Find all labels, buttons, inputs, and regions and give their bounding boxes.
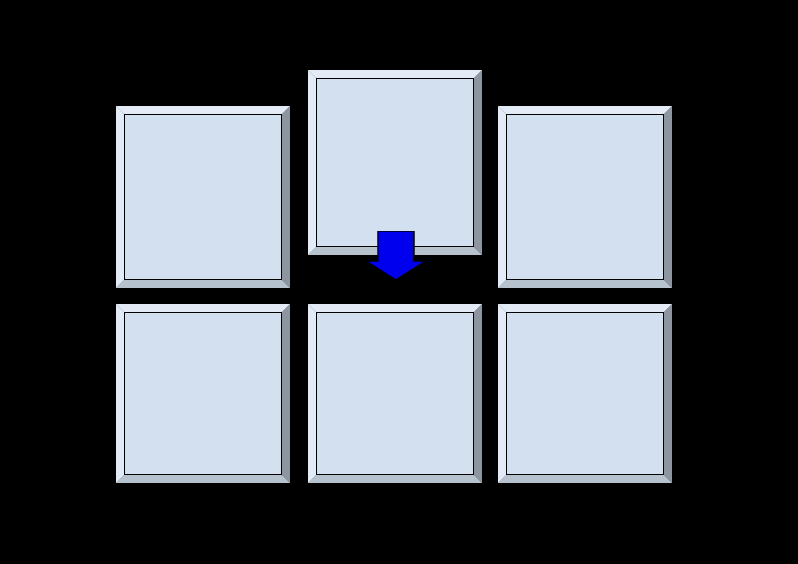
box-top-center-bevel-top	[307, 69, 483, 78]
box-bottom-right-face	[506, 312, 664, 475]
box-top-left-bevel-top	[115, 105, 291, 114]
box-bottom-right-bevel-bottom	[497, 475, 673, 484]
box-top-center-face	[316, 78, 474, 247]
box-bottom-right-bevel-right	[664, 303, 673, 484]
box-top-center-bevel-left	[307, 69, 316, 256]
box-bottom-left[interactable]	[115, 303, 291, 484]
box-bottom-left-bevel-bottom	[115, 475, 291, 484]
box-bottom-center-bevel-bottom	[307, 475, 483, 484]
box-bottom-center[interactable]	[307, 303, 483, 484]
box-bottom-center-bevel-top	[307, 303, 483, 312]
box-top-left-face	[124, 114, 282, 280]
box-top-left-bevel-bottom	[115, 280, 291, 289]
box-top-left-bevel-right	[282, 105, 291, 289]
box-top-right-bevel-bottom	[497, 280, 673, 289]
box-top-right-face	[506, 114, 664, 280]
down-arrow-icon	[366, 231, 426, 281]
box-top-right-bevel-top	[497, 105, 673, 114]
box-bottom-right-bevel-top	[497, 303, 673, 312]
box-bottom-left-face	[124, 312, 282, 475]
box-top-right-bevel-right	[664, 105, 673, 289]
box-bottom-center-face	[316, 312, 474, 475]
box-top-left[interactable]	[115, 105, 291, 289]
box-bottom-right-bevel-left	[497, 303, 506, 484]
box-bottom-center-bevel-right	[474, 303, 483, 484]
box-bottom-left-bevel-left	[115, 303, 124, 484]
box-top-left-bevel-left	[115, 105, 124, 289]
box-bottom-left-bevel-top	[115, 303, 291, 312]
box-top-right[interactable]	[497, 105, 673, 289]
box-bottom-center-bevel-left	[307, 303, 316, 484]
box-top-center[interactable]	[307, 69, 483, 256]
box-bottom-right[interactable]	[497, 303, 673, 484]
box-bottom-left-bevel-right	[282, 303, 291, 484]
box-top-center-bevel-right	[474, 69, 483, 256]
box-top-right-bevel-left	[497, 105, 506, 289]
